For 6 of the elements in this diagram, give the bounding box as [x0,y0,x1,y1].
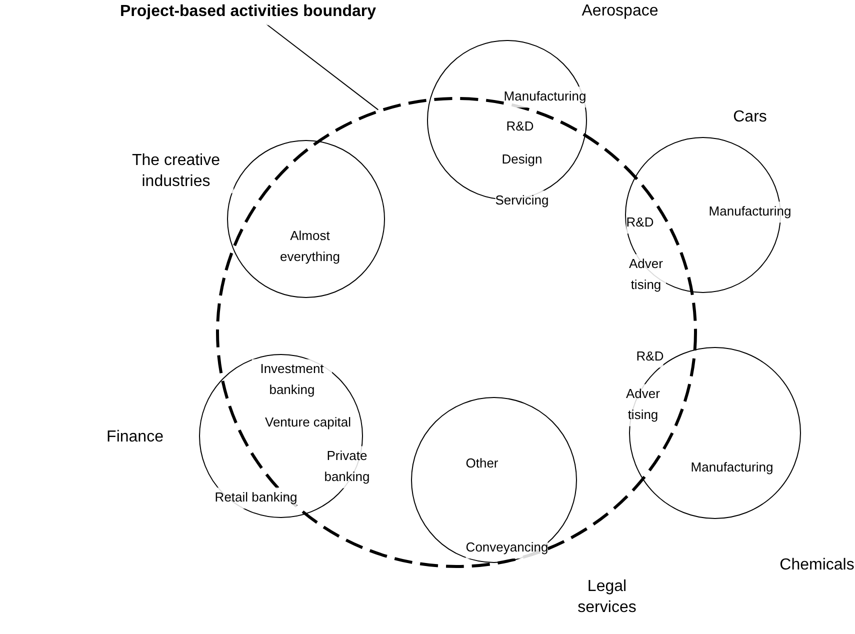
activity-label: R&D [626,212,654,234]
activity-label: Manufacturing [708,202,792,222]
leader-line [266,24,379,110]
activity-label: Adver tising [623,384,663,426]
activity-label: Manufacturing [504,86,586,108]
activity-label: Retail banking [214,488,298,508]
